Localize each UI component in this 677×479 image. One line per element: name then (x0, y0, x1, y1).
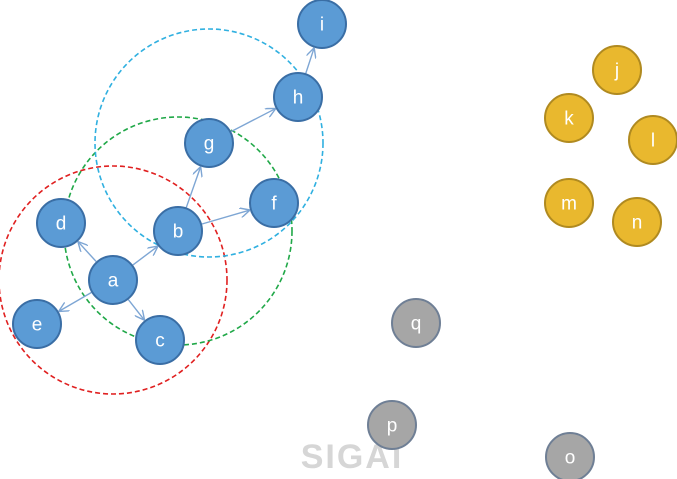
node-circle-h (273, 72, 323, 122)
node-circle-g (184, 118, 234, 168)
node-label-g: g (204, 134, 215, 155)
node-label-i: i (320, 15, 324, 36)
node-j: j (592, 45, 642, 95)
node-label-a: a (108, 271, 119, 292)
node-p: p (367, 400, 417, 450)
edges (60, 49, 314, 320)
node-k: k (544, 93, 594, 143)
edge-h-i (305, 49, 314, 74)
node-label-k: k (564, 109, 574, 130)
node-q: q (391, 298, 441, 348)
neighborhood-circle-g (94, 28, 324, 258)
node-label-d: d (56, 214, 67, 235)
node-circle-c (135, 315, 185, 365)
node-d: d (36, 198, 86, 248)
node-label-b: b (173, 222, 184, 243)
node-circle-p (367, 400, 417, 450)
node-label-n: n (632, 213, 643, 234)
node-circle-l (628, 115, 677, 165)
edge-g-h (230, 109, 275, 133)
edge-b-f (201, 210, 249, 225)
edge-a-b (132, 247, 157, 266)
node-circle-m (544, 178, 594, 228)
node-circle-o (545, 432, 595, 479)
node-label-h: h (293, 88, 304, 109)
node-circle-k (544, 93, 594, 143)
node-circle-d (36, 198, 86, 248)
nodes: a b c d e f g h i j k l m n o p q (12, 0, 677, 479)
node-label-e: e (32, 315, 43, 336)
node-label-q: q (411, 314, 422, 335)
node-h: h (273, 72, 323, 122)
node-b: b (153, 206, 203, 256)
node-label-o: o (565, 448, 576, 469)
node-l: l (628, 115, 677, 165)
node-c: c (135, 315, 185, 365)
node-circle-n (612, 197, 662, 247)
neighborhood-circle-a (0, 165, 228, 395)
node-circle-a (88, 255, 138, 305)
node-o: o (545, 432, 595, 479)
node-label-j: j (614, 61, 619, 82)
node-circle-q (391, 298, 441, 348)
node-circle-b (153, 206, 203, 256)
node-f: f (249, 178, 299, 228)
node-label-l: l (651, 131, 655, 152)
node-circle-f (249, 178, 299, 228)
node-circle-i (297, 0, 347, 49)
edge-b-g (185, 168, 200, 208)
node-circle-j (592, 45, 642, 95)
node-label-p: p (387, 416, 398, 437)
edge-a-c (127, 299, 144, 320)
edge-a-e (60, 291, 92, 311)
edge-a-d (79, 242, 97, 263)
node-label-c: c (155, 331, 165, 352)
node-g: g (184, 118, 234, 168)
node-e: e (12, 299, 62, 349)
node-i: i (297, 0, 347, 49)
node-a: a (88, 255, 138, 305)
node-label-m: m (561, 194, 577, 215)
node-n: n (612, 197, 662, 247)
node-circle-e (12, 299, 62, 349)
node-label-f: f (271, 194, 277, 215)
node-m: m (544, 178, 594, 228)
